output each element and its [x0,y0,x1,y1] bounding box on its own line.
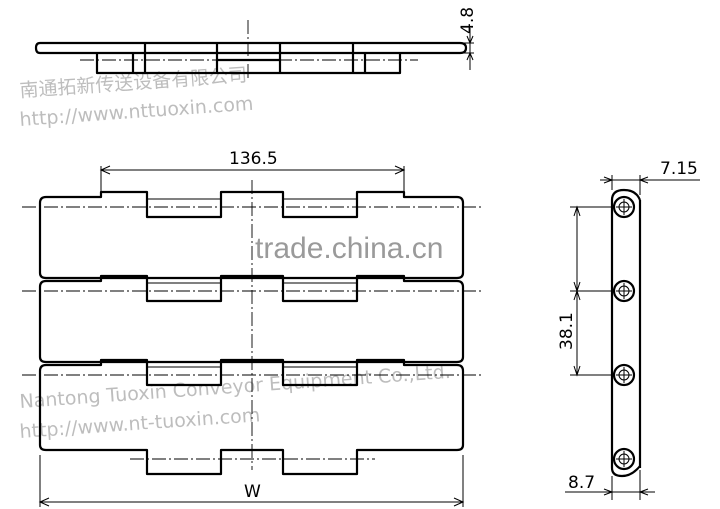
top-view: 4.8 [34,7,478,78]
plate-side-edges [38,279,465,364]
hinge-pin-hole [612,279,636,303]
dim-pitch: 38.1 [557,312,577,350]
plate-side-edges [38,195,465,280]
dim-hinge-offset: 7.15 [660,159,698,179]
plate-bottom-lugs [46,448,457,476]
hinge-pin-hole [612,447,636,471]
front-dimensions: 136.5 W [22,149,482,507]
pin-centerline [616,367,632,383]
dim-width: W [244,482,261,502]
dim-thickness: 4.8 [458,7,478,34]
watermarks: 南通拓新传送设备有限公司 http://www.nttuoxin.com Nan… [19,64,710,443]
hinge-pin-hole [612,363,636,387]
plate-top-profile [46,274,457,303]
plate-side-edges [38,363,465,452]
pin-centerline [616,283,632,299]
dim-hinge-height: 8.7 [568,473,595,493]
side-view: 7.15 38.1 8.7 [557,159,700,500]
pin-centerline [616,199,632,215]
dim-lug-span: 136.5 [229,149,278,169]
pin-centerline [616,451,632,467]
hinge-pin-hole [612,195,636,219]
plate-top-profile [46,190,457,219]
site-watermark: trade.china.cn [255,232,443,265]
